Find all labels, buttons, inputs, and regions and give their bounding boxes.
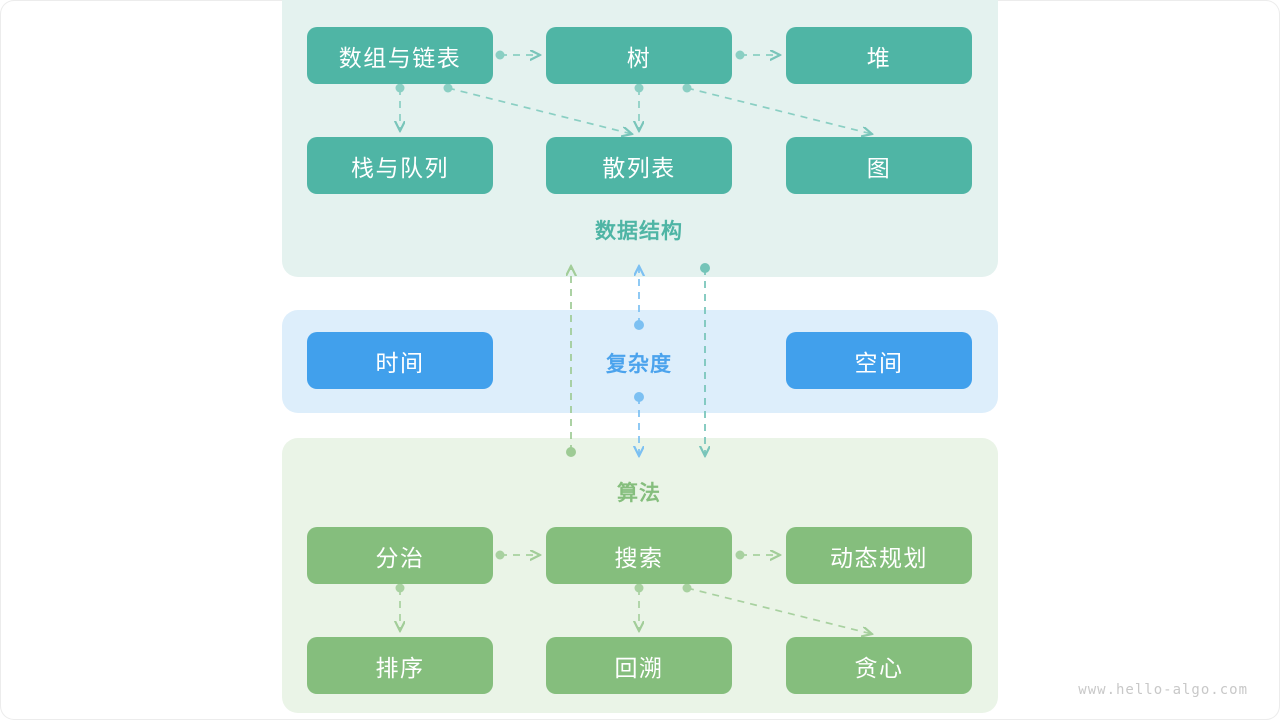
node-search[interactable]: 搜索 — [546, 527, 732, 584]
node-sorting[interactable]: 排序 — [307, 637, 493, 694]
section-title-complexity: 复杂度 — [606, 353, 672, 376]
node-stack-queue[interactable]: 栈与队列 — [307, 137, 493, 194]
node-time[interactable]: 时间 — [307, 332, 493, 389]
node-space[interactable]: 空间 — [786, 332, 972, 389]
section-title-algorithm: 算法 — [617, 482, 661, 505]
node-hash-table[interactable]: 散列表 — [546, 137, 732, 194]
node-divide-conquer[interactable]: 分治 — [307, 527, 493, 584]
node-heap[interactable]: 堆 — [786, 27, 972, 84]
node-greedy[interactable]: 贪心 — [786, 637, 972, 694]
node-graph[interactable]: 图 — [786, 137, 972, 194]
node-backtracking[interactable]: 回溯 — [546, 637, 732, 694]
node-dynamic-programming[interactable]: 动态规划 — [786, 527, 972, 584]
node-tree[interactable]: 树 — [546, 27, 732, 84]
watermark-url: www.hello-algo.com — [1078, 682, 1248, 698]
section-title-data-structure: 数据结构 — [595, 220, 683, 243]
node-array-linkedlist[interactable]: 数组与链表 — [307, 27, 493, 84]
